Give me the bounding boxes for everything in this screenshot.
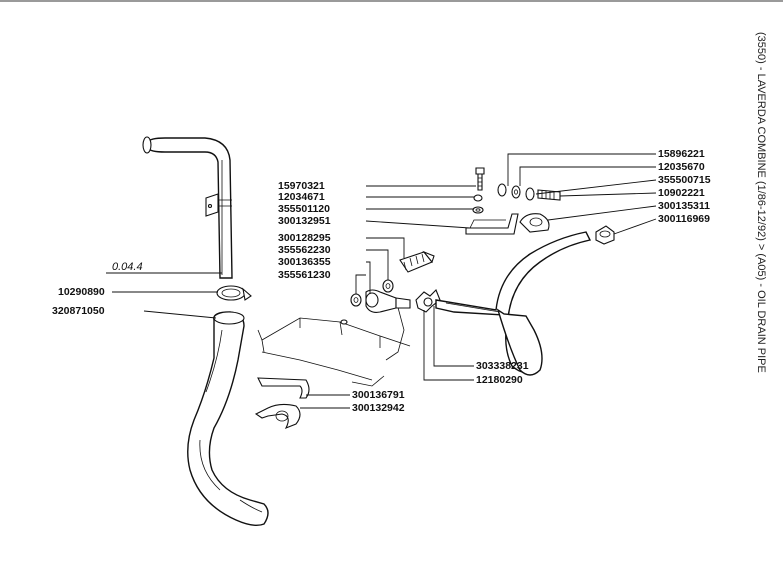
part-label: 15896221 — [658, 148, 705, 160]
part-label: 300132942 — [352, 402, 405, 414]
part-label: 12035670 — [658, 161, 705, 173]
pipe-end-fitting — [595, 225, 615, 245]
banjo-fitting-assembly — [350, 250, 435, 313]
top-border — [0, 0, 783, 2]
part-label: 12180290 — [476, 374, 523, 386]
part-number-labels: 15896221 12035670 355500715 10902221 300… — [52, 148, 711, 414]
part-label: 10290890 — [58, 286, 105, 298]
part-label: 303338231 — [476, 360, 529, 372]
part-label: 355561230 — [278, 269, 331, 281]
bolt-and-washers-center — [472, 167, 485, 214]
part-label: 300132951 — [278, 215, 331, 227]
part-label: 320871050 — [52, 305, 105, 317]
upper-drain-pipe — [142, 136, 233, 279]
p-clip — [519, 213, 550, 233]
hose-clamp-small — [216, 285, 252, 301]
oil-drain-loop-pipe — [435, 231, 592, 376]
part-label: 300136355 — [278, 256, 331, 268]
pipe-clamp-pair — [254, 377, 310, 430]
bolt-and-washers-right — [497, 183, 561, 201]
part-label: 300116969 — [658, 213, 710, 225]
part-label: 12034671 — [278, 191, 325, 203]
part-label: 15970321 — [278, 180, 325, 192]
part-label: 355501120 — [278, 203, 330, 215]
part-label: 355500715 — [658, 174, 711, 186]
part-label: 300128295 — [278, 232, 331, 244]
reference-callout: 0.04.4 — [106, 261, 222, 274]
mounting-bracket — [465, 213, 519, 235]
leader-lines — [112, 153, 657, 409]
frame-bracket — [257, 299, 411, 387]
lower-drain-hose — [187, 311, 269, 527]
part-label: 355562230 — [278, 244, 331, 256]
part-label: 10902221 — [658, 187, 705, 199]
reference-label: 0.04.4 — [112, 261, 143, 273]
diagram-title: (3550) - LAVERDA COMBINE (1/86-12/92) > … — [755, 32, 767, 373]
part-label: 300136791 — [352, 389, 405, 401]
part-label: 300135311 — [658, 200, 710, 212]
